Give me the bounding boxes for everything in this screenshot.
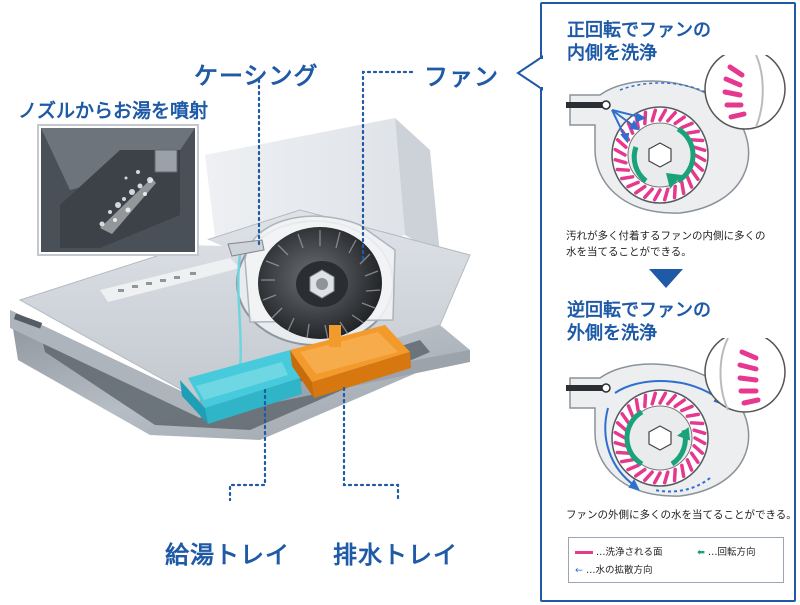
drain-tray-label: 排水トレイ [333, 541, 458, 569]
supply-tray-label: 給湯トレイ [165, 541, 290, 569]
fan-blade [615, 167, 631, 172]
legend-washed-surface: …洗浄される面 [575, 544, 663, 558]
fan-blade [685, 412, 701, 418]
fan-blade [689, 451, 700, 464]
fan-blade [672, 467, 677, 483]
fan-blade [689, 138, 705, 143]
fan-blade [620, 412, 631, 425]
fan-blade [643, 470, 654, 483]
reverse-zoom-bubble [704, 338, 786, 413]
fan-blade [662, 187, 670, 202]
reverse-rotation-diagram [566, 338, 786, 497]
reverse-title-line2: 外側を洗浄 [567, 323, 657, 344]
fan-blade [634, 467, 647, 478]
fan-blade [692, 428, 707, 436]
fan-blade [650, 391, 658, 406]
fan-blade [619, 458, 635, 464]
fan-blade [672, 184, 677, 200]
fan-blade [634, 397, 640, 413]
fan-blade [613, 157, 628, 165]
fan-blade [666, 393, 677, 406]
fan-blade [643, 393, 648, 409]
fan-blade [615, 450, 631, 455]
fan-blade [693, 153, 707, 163]
fan-blade [619, 175, 635, 181]
fan-blade [685, 129, 701, 135]
fan-blade [658, 108, 668, 122]
fan-blade [692, 145, 707, 153]
fan-blade [666, 110, 677, 123]
fan-blade [613, 440, 628, 448]
supply-tray [180, 350, 302, 424]
green-arrow-icon: ⬅ [697, 547, 705, 558]
fan-blade [626, 463, 640, 472]
range-hood-illustration [10, 70, 471, 504]
fan-blade [626, 404, 635, 418]
drain-tray [290, 325, 411, 398]
fan-wheel [258, 227, 382, 340]
fan-blade [650, 108, 658, 123]
fan-blade [652, 188, 662, 202]
reverse-desc-line1: ファンの外側に多くの水を当てることができる。 [566, 509, 797, 521]
fan-blade [673, 115, 686, 126]
fan-blade [626, 180, 640, 189]
forward-rotation-diagram [566, 55, 786, 214]
hood-body [10, 310, 470, 440]
reverse-title-line1: 逆回転でファンの [567, 300, 711, 321]
blue-arrow-icon: ← [575, 565, 583, 576]
fan-blade [689, 421, 705, 426]
fan-blade [613, 430, 627, 440]
fan-blade [615, 138, 628, 149]
magenta-line-icon [575, 551, 593, 554]
forward-title-line2: 内側を洗浄 [567, 43, 657, 64]
fan-blade [685, 458, 694, 472]
forward-zoom-bubble [704, 55, 786, 130]
nozzle-label: ノズルからお湯を噴射 [18, 100, 209, 122]
fan-blade [693, 436, 707, 446]
fan-blade [673, 398, 686, 409]
legend-spray: ← …水の拡散方向 [575, 565, 653, 576]
fan-blade [634, 184, 647, 195]
fan-blade [685, 175, 694, 189]
fan-blade [680, 463, 686, 479]
forward-desc-line2: 水を当てることができる。 [566, 246, 692, 258]
down-arrow-icon [649, 269, 683, 288]
fan-blade [643, 187, 654, 200]
fan-blade [613, 147, 627, 157]
fan-blade [680, 121, 694, 130]
legend-rotation: ⬅ …回転方向 [697, 547, 756, 558]
fan-blade [658, 391, 668, 405]
fan-blade [662, 470, 670, 485]
reverse-rotation-arrow [624, 409, 644, 467]
fan-blade [680, 404, 694, 413]
fan-blade [615, 421, 628, 432]
forward-desc-line1: 汚れが多く付着するファンの内側に多くの [566, 230, 766, 242]
fan-label: ファン [424, 63, 499, 91]
fan-blade [692, 444, 705, 455]
forward-title-line1: 正回転でファンの [567, 20, 711, 41]
casing-label: ケーシング [194, 62, 319, 90]
forward-rotation-arrow [676, 126, 696, 184]
fan-blade [652, 471, 662, 485]
nozzle-photo-inset [37, 124, 199, 256]
fan-blade [689, 168, 700, 181]
panel-pointer [516, 55, 544, 91]
fan-blade [692, 161, 705, 172]
fan-blade [680, 180, 686, 196]
legend: …洗浄される面 ⬅ …回転方向 ← …水の拡散方向 [568, 537, 784, 583]
